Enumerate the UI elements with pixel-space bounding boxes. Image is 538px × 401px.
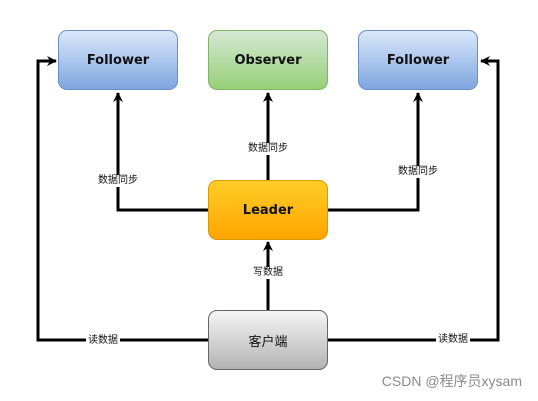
edge-label-write: 写数据 [251, 267, 285, 279]
client-label: 客户端 [248, 334, 288, 350]
edge-client-follower-right [328, 56, 500, 342]
follower-left-label: Follower [86, 52, 150, 68]
follower-left-node: Follower [58, 30, 178, 90]
edge-label-read-left: 读数据 [86, 335, 120, 347]
follower-right-node: Follower [358, 30, 478, 90]
edge-label-sync-right: 数据同步 [396, 166, 440, 178]
client-node: 客户端 [208, 310, 328, 370]
observer-node: Observer [208, 30, 328, 90]
edge-label-sync-left: 数据同步 [96, 175, 140, 187]
edge-leader-follower-right [328, 92, 423, 212]
edge-client-follower-left [36, 56, 209, 342]
edge-label-sync-observer: 数据同步 [246, 143, 290, 155]
leader-node: Leader [208, 180, 328, 240]
leader-label: Leader [242, 202, 294, 218]
watermark: CSDN @程序员xysam [381, 373, 522, 389]
observer-label: Observer [234, 52, 302, 68]
edge-leader-follower-left [113, 92, 209, 212]
edge-label-read-right: 读数据 [436, 334, 470, 346]
follower-right-label: Follower [386, 52, 450, 68]
